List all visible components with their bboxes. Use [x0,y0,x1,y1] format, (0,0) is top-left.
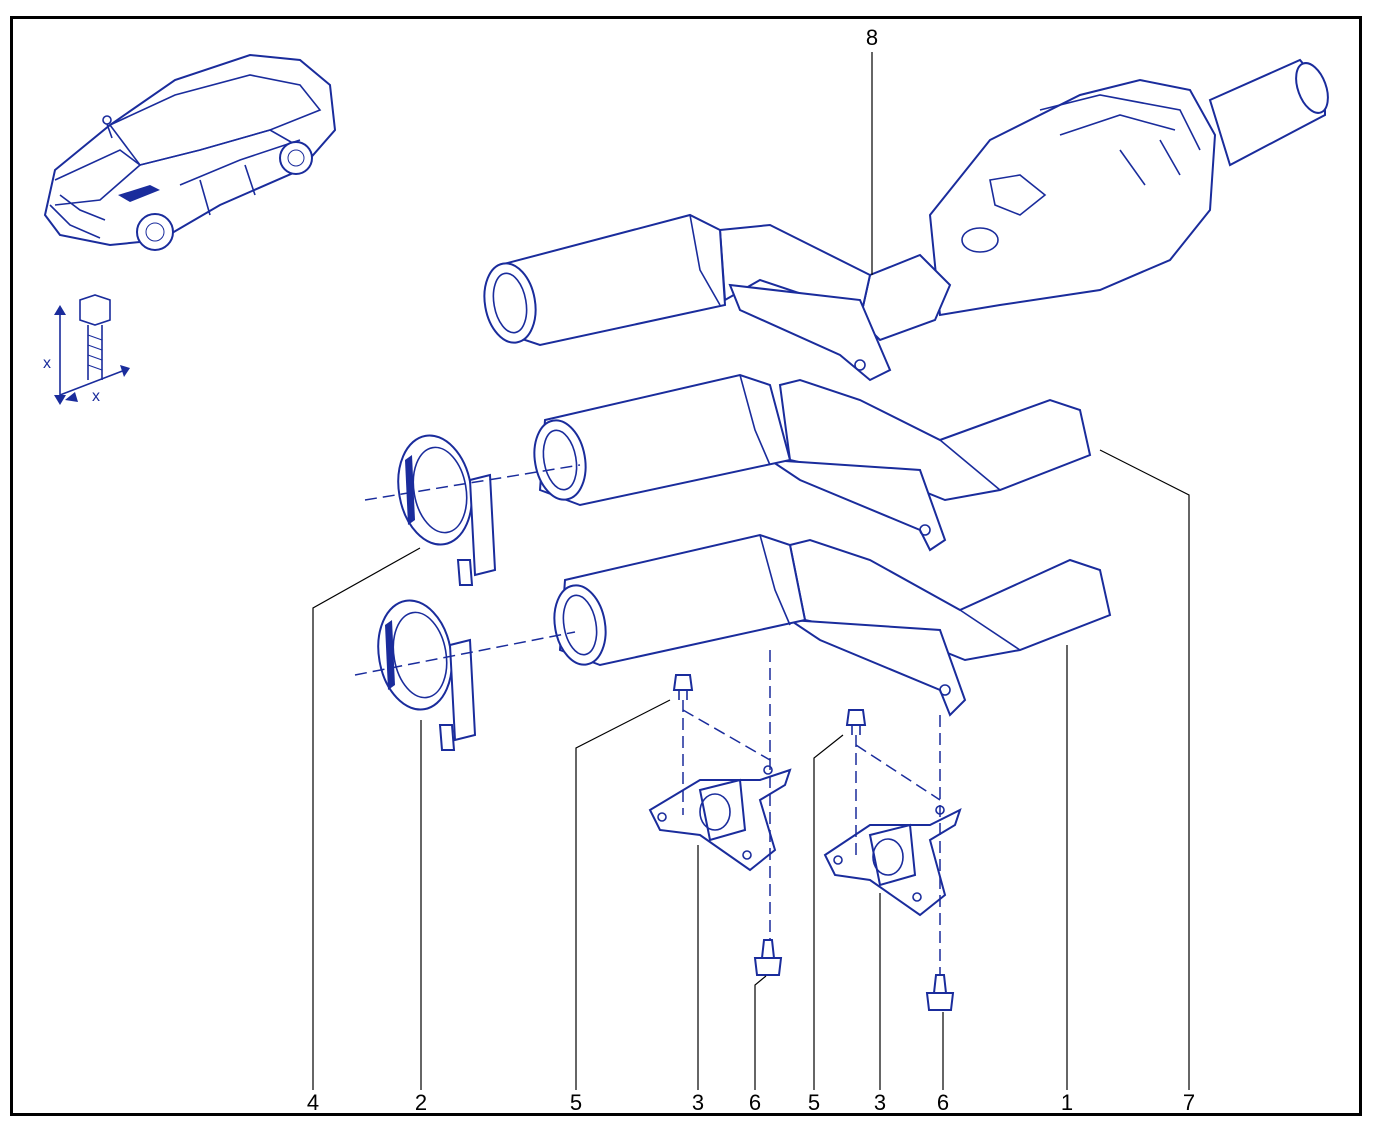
callout-6-right: 6 [937,1090,949,1115]
bolt-upper-left [672,674,694,700]
callout-7: 7 [1183,1090,1195,1115]
torque-label-vertical: x [43,355,51,372]
bolt-lower-right [925,974,955,1011]
leader-lines [312,52,1190,1090]
callout-3-right: 3 [874,1090,886,1115]
callout-6-left: 6 [749,1090,761,1115]
alignment-lines [682,650,941,975]
car-illustration [43,53,337,251]
torque-label-horizontal: x [92,388,100,405]
callout-1: 1 [1061,1090,1073,1115]
callout-8: 8 [866,25,878,50]
mounting-bracket-left [648,765,792,872]
front-silencer [553,533,1112,717]
callout-4: 4 [307,1090,319,1115]
callout-2: 2 [415,1090,427,1115]
upper-clamp [364,434,581,586]
callout-5-right: 5 [808,1090,820,1115]
catalytic-converter-assembly [483,58,1329,382]
tightening-symbol: x x [43,294,130,405]
bolt-lower-left [753,939,783,976]
bolt-upper-right [845,709,867,735]
mounting-bracket-right [823,805,962,917]
middle-silencer [533,373,1092,552]
callout-3-left: 3 [692,1090,704,1115]
lower-clamp [354,599,576,751]
callout-5-left: 5 [570,1090,582,1115]
